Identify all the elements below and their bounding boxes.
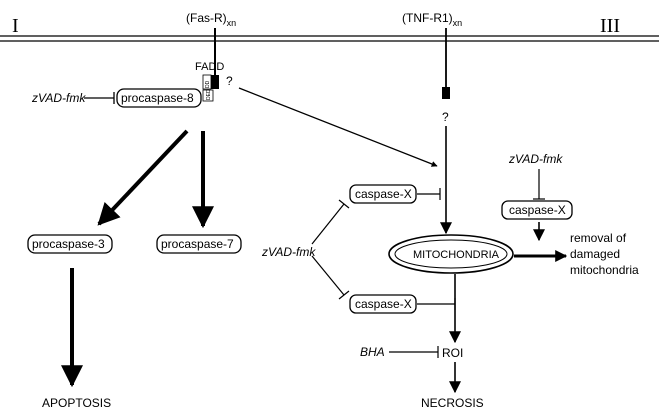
ded-label: DED xyxy=(206,89,212,100)
dd-domain xyxy=(202,74,212,90)
zvad-fmk-label-3: zVAD-fmk xyxy=(508,152,563,166)
zvad-fmk-label-2: zVAD-fmk xyxy=(261,245,316,259)
necrosis-label: NECROSIS xyxy=(421,396,484,410)
bha-label: BHA xyxy=(360,345,385,359)
tnf-receptor xyxy=(442,28,450,99)
zvad-fmk-label-1: zVAD-fmk xyxy=(31,91,86,105)
panel-label-right: III xyxy=(600,15,620,37)
fas-unknown-mark: ? xyxy=(226,74,233,88)
removal-label-line2: damaged xyxy=(570,247,620,261)
fas-receptor xyxy=(210,28,219,89)
caspase-x-box-top xyxy=(349,184,417,204)
mitochondria-label: MITOCHONDRIA xyxy=(413,249,500,261)
roi-label: ROI xyxy=(442,346,463,360)
procaspase-7-label: procaspase-7 xyxy=(161,237,234,251)
mitochondria-organelle xyxy=(388,234,514,274)
fadd-label: FADD xyxy=(195,61,224,73)
ded-domain xyxy=(202,89,214,102)
procaspase-3-box xyxy=(27,234,113,254)
tnf-receptor-label: (TNF-R1)xn xyxy=(402,11,462,28)
caspase-x-label-top: caspase-X xyxy=(355,187,412,201)
caspase-x-label-right: caspase-X xyxy=(509,203,566,217)
removal-label-line3: mitochondria xyxy=(570,263,639,277)
procaspase-3-label: procaspase-3 xyxy=(32,237,105,251)
caspase-x-label-lower: caspase-X xyxy=(355,297,412,311)
tnf-unknown-mark: ? xyxy=(442,110,449,124)
caspase-x-box-lower xyxy=(349,294,417,314)
caspase-x-box-right xyxy=(501,200,573,220)
procaspase-8-box xyxy=(116,88,202,108)
apoptosis-label: APOPTOSIS xyxy=(42,396,111,410)
removal-label-line1: removal of xyxy=(570,231,627,245)
procaspase-8-label: procaspase-8 xyxy=(121,91,194,105)
cell-membrane xyxy=(0,35,659,42)
fas-receptor-label: (Fas-R)xn xyxy=(186,11,236,28)
procaspase-7-box xyxy=(156,234,242,254)
dd-label: DD xyxy=(205,80,211,88)
panel-label-left: I xyxy=(12,15,19,37)
